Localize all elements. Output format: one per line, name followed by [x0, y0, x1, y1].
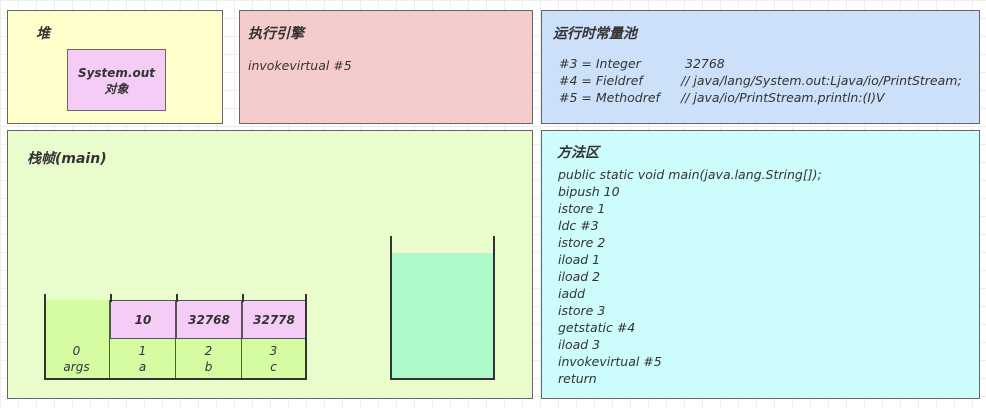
heap-title: 堆 [36, 26, 50, 42]
method-title: 方法区 [557, 145, 599, 161]
bytecode-line: iadd [558, 286, 586, 301]
bytecode-line: invokevirtual #5 [558, 354, 662, 369]
bytecode-line: ldc #3 [558, 218, 599, 233]
operand-stack-fill [392, 253, 493, 378]
slot-value: 32778 [242, 300, 306, 339]
bytecode-line: iload 1 [558, 252, 601, 267]
bytecode-line: istore 2 [558, 235, 606, 250]
bytecode-line: return [558, 371, 597, 386]
execution-engine-panel: 执行引擎 invokevirtual #5 [239, 10, 533, 124]
pool-entry-key: #5 = Methodref [559, 90, 660, 105]
object-name: System.out [77, 66, 156, 80]
slot-index: 1 [138, 344, 147, 358]
slot-index: 3 [269, 344, 278, 358]
pool-entry-key: #3 = Integer [559, 56, 641, 71]
bytecode-line: istore 1 [558, 201, 606, 216]
slot-index: 2 [204, 344, 213, 358]
engine-title: 执行引擎 [248, 26, 304, 42]
bytecode-line: public static void main(java.lang.String… [558, 167, 822, 182]
slot-index: 0 [72, 344, 81, 358]
slot-name: c [270, 360, 277, 374]
slot-name: b [204, 360, 213, 374]
heap-panel: 堆 System.out 对象 [7, 10, 223, 124]
bytecode-line: iload 3 [558, 337, 601, 352]
constant-pool-panel: 运行时常量池 #3 = Integer 32768 #4 = Fieldref // … [541, 10, 980, 124]
pool-entry-key: #4 = Fieldref [559, 73, 643, 88]
slot-value: 10 [110, 300, 176, 339]
pool-entry-value: // java/lang/System.out:Ljava/io/PrintSt… [681, 73, 962, 88]
bytecode-line: iload 2 [558, 269, 601, 284]
bytecode-line: istore 3 [558, 303, 606, 318]
bytecode-line: getstatic #4 [558, 320, 636, 335]
method-area-panel: 方法区 public static void main(java.lang.St… [541, 130, 980, 399]
pool-title: 运行时常量池 [553, 26, 637, 42]
engine-instruction: invokevirtual #5 [248, 58, 352, 73]
slot-value: 32768 [176, 300, 242, 339]
system-out-object: System.out 对象 [67, 49, 166, 111]
slot-name: args [63, 360, 90, 374]
object-label: 对象 [104, 82, 129, 96]
frame-title: 栈帧(main) [27, 151, 107, 167]
pool-entry-value: 32768 [685, 56, 725, 71]
pool-entry-value: // java/io/PrintStream.println:(I)V [681, 90, 885, 105]
bytecode-line: bipush 10 [558, 184, 620, 199]
slot-name: a [138, 360, 147, 374]
